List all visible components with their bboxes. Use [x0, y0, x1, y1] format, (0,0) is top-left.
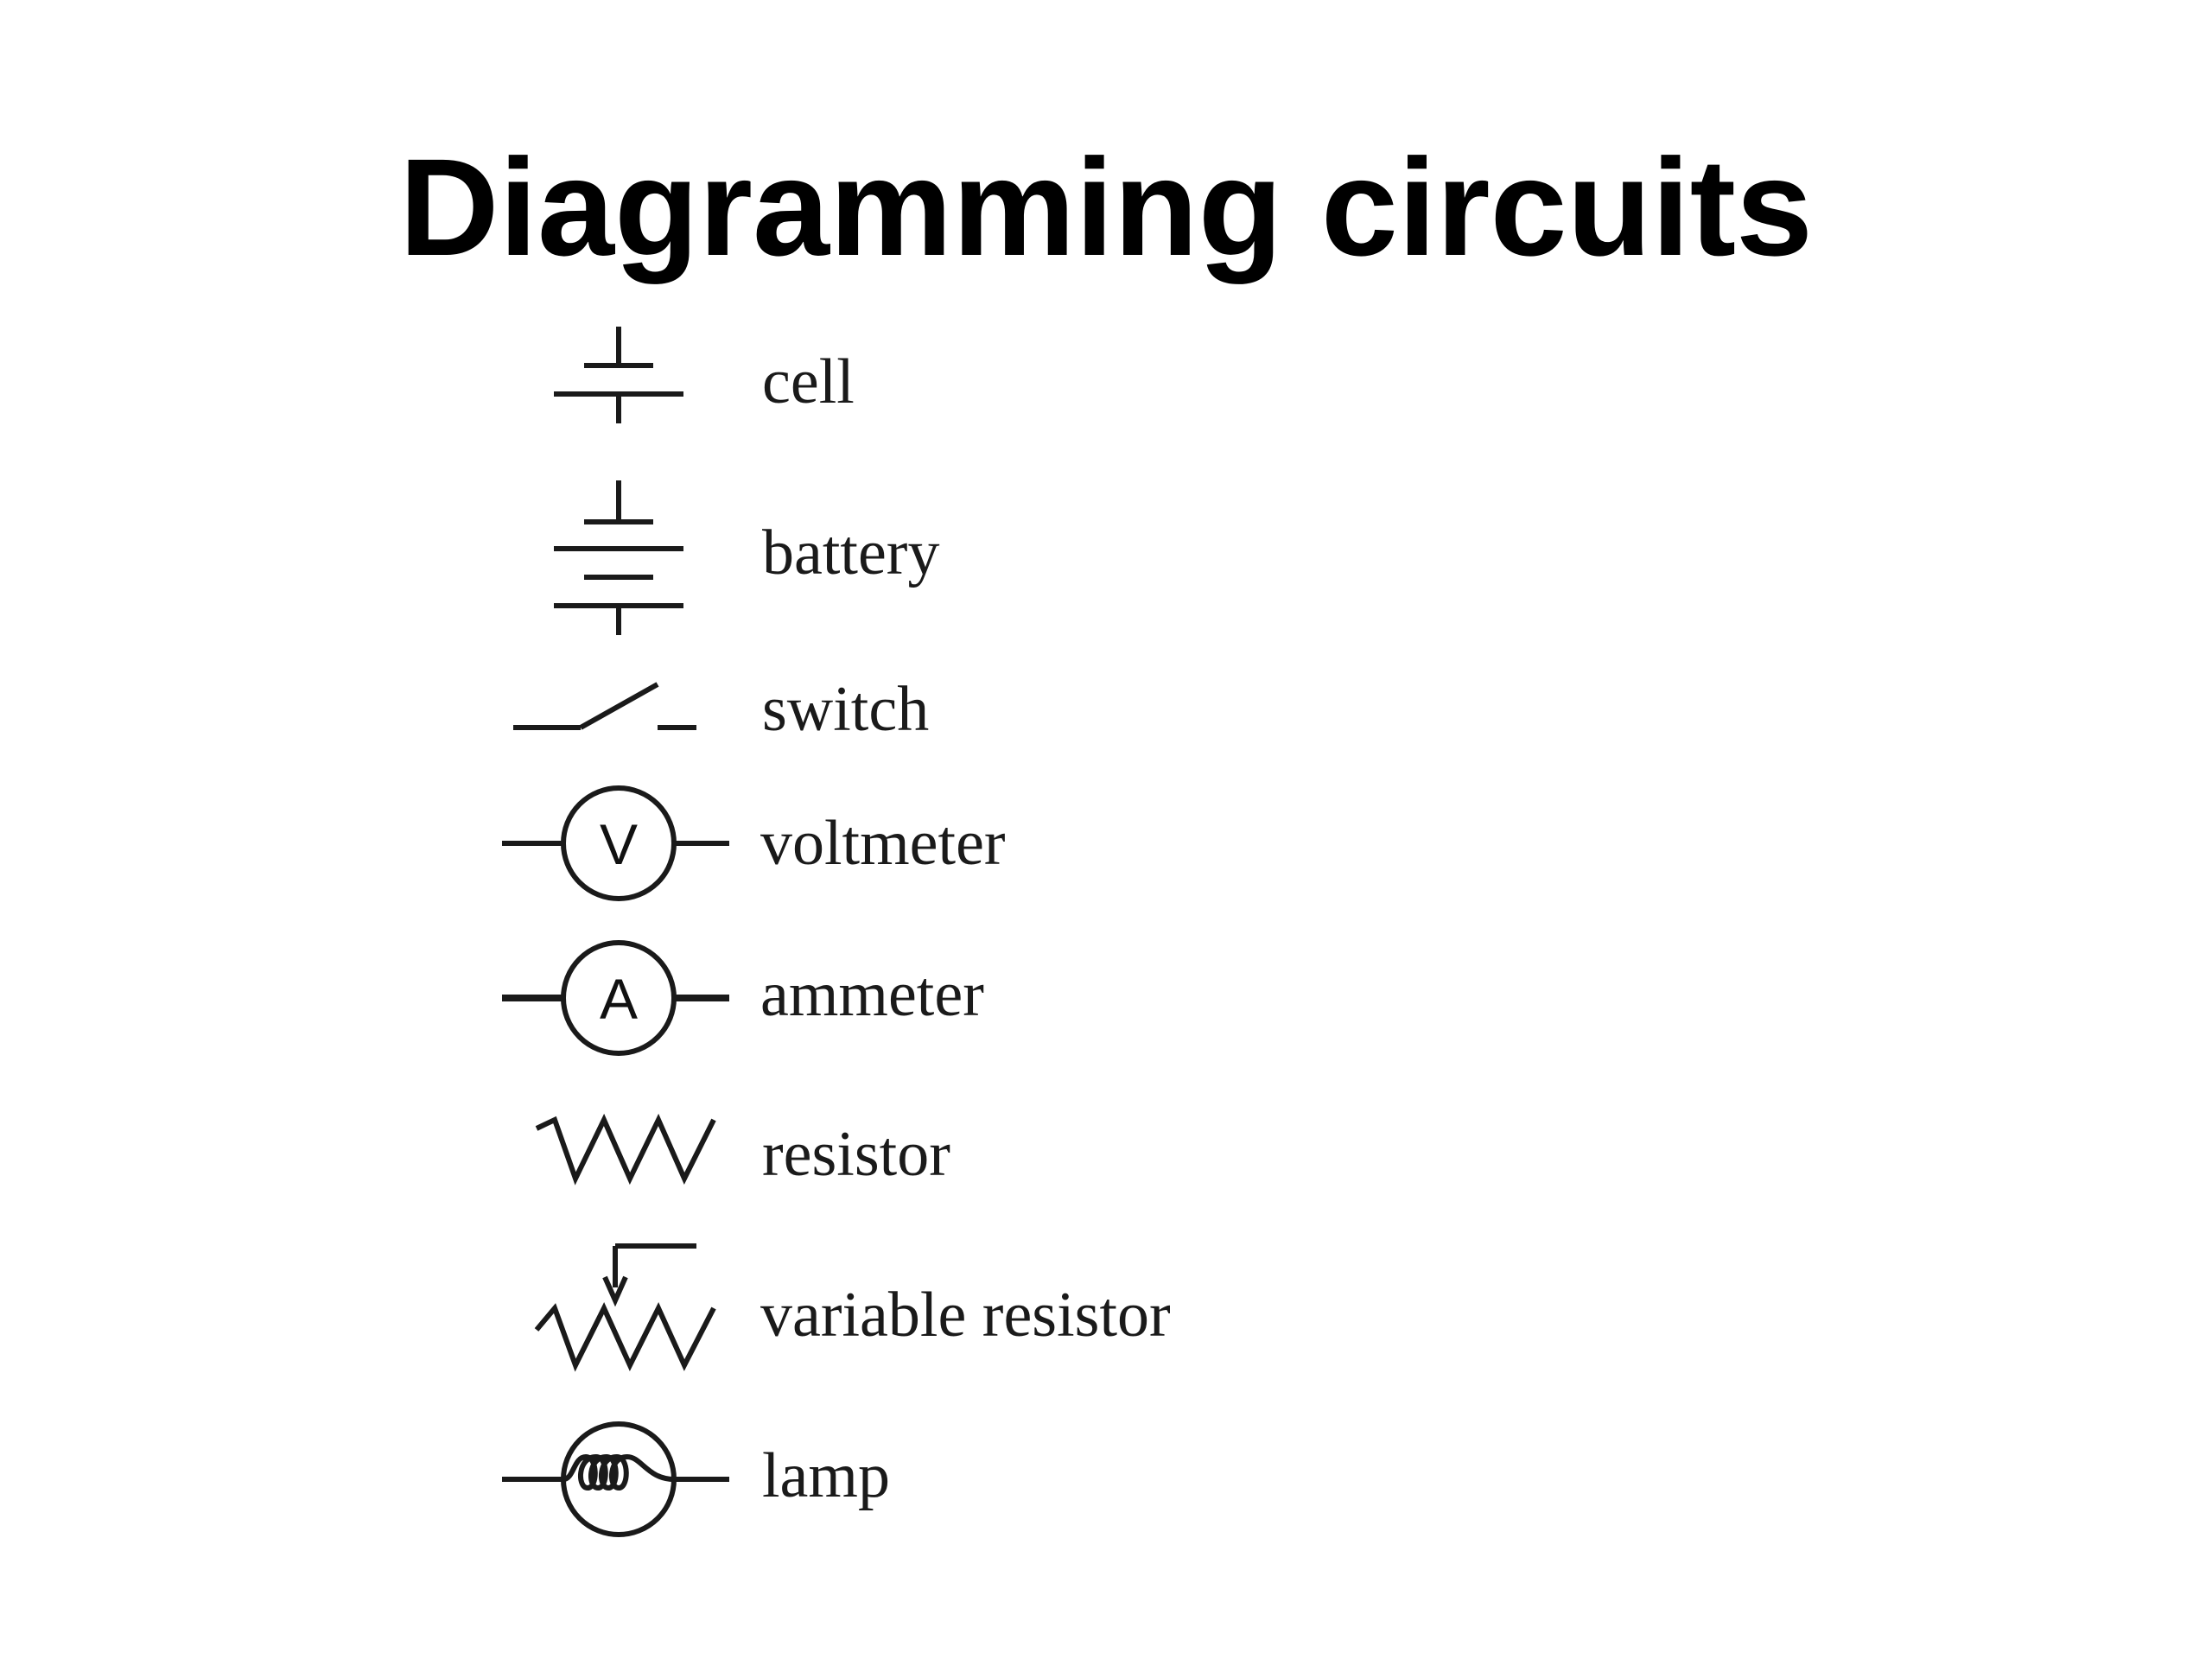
ammeter-letter: A — [600, 967, 638, 1031]
label-cell: cell — [762, 346, 855, 417]
ammeter-icon: A — [502, 940, 729, 1056]
legend-row-variable-resistor: variable resistor — [534, 1243, 1171, 1372]
label-battery: battery — [762, 518, 939, 588]
label-variable-resistor: variable resistor — [760, 1280, 1171, 1351]
label-voltmeter: voltmeter — [760, 808, 1006, 879]
legend-row-cell: cell — [554, 327, 855, 423]
switch-icon — [513, 682, 696, 730]
cell-icon — [554, 327, 683, 423]
legend-row-voltmeter: V voltmeter — [502, 785, 1006, 901]
voltmeter-icon: V — [502, 785, 729, 901]
voltmeter-letter: V — [600, 812, 638, 876]
lamp-icon — [502, 1421, 729, 1537]
legend-row-ammeter: A ammeter — [502, 940, 984, 1056]
label-lamp: lamp — [762, 1440, 890, 1511]
battery-icon — [554, 480, 683, 635]
variable-resistor-icon — [534, 1243, 716, 1372]
legend-row-resistor: resistor — [535, 1113, 950, 1190]
resistor-icon — [535, 1113, 716, 1185]
slide-title: Diagramming circuits — [398, 130, 1813, 284]
label-switch: switch — [762, 674, 929, 745]
legend-row-battery: battery — [554, 480, 939, 635]
label-ammeter: ammeter — [760, 959, 984, 1030]
legend-row-lamp: lamp — [502, 1421, 890, 1537]
legend-row-switch: switch — [513, 674, 929, 745]
label-resistor: resistor — [762, 1119, 950, 1190]
